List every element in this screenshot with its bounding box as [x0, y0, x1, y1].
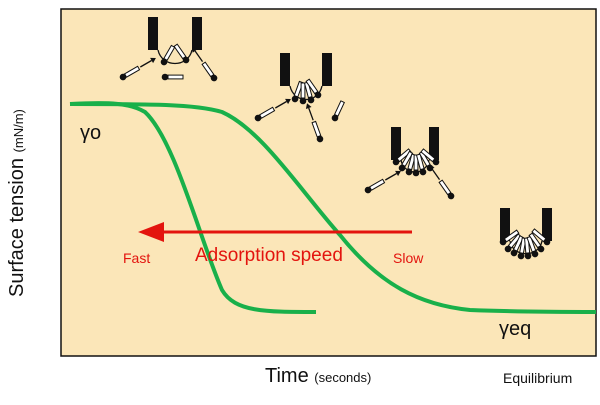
- arrow-head-icon: [138, 222, 164, 242]
- surfactant-adsorption-stage-4-icon: [497, 208, 553, 261]
- surfactant-adsorption-stage-1-icon: [118, 17, 218, 83]
- initial-surface-tension-label: γo: [80, 122, 102, 144]
- adsorption-speed-label: Adsorption speed: [195, 245, 343, 266]
- y-axis-label: Surface tension (mN/m): [6, 109, 28, 297]
- equilibrium-surface-tension-label: γeq: [499, 318, 532, 340]
- surfactant-adsorption-stage-3-icon: [363, 127, 455, 201]
- fast-label: Fast: [123, 250, 151, 266]
- equilibrium-label: Equilibrium: [503, 370, 573, 386]
- slow-label: Slow: [393, 250, 424, 266]
- surfactant-adsorption-stage-2-icon: [253, 53, 347, 143]
- x-axis-label: Time (seconds): [265, 365, 372, 387]
- slow-adsorption-curve: [69, 102, 597, 314]
